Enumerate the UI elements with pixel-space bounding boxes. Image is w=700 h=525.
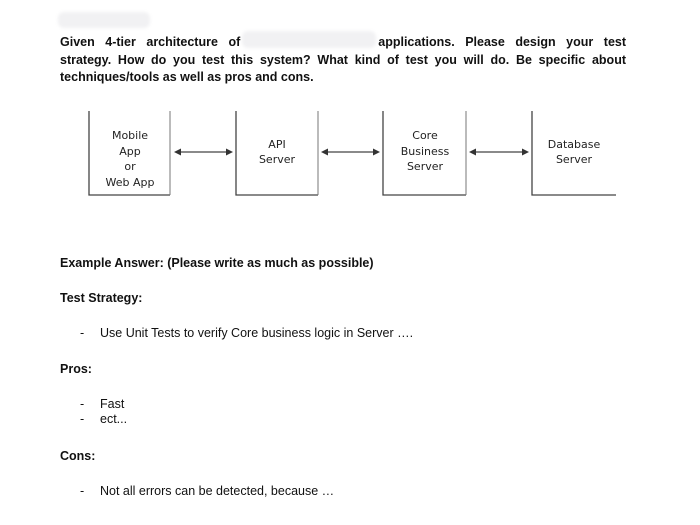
tier-db-label-2: Server (556, 153, 593, 166)
pros-item-fast: Fast (100, 397, 125, 411)
arrowhead-left-1 (174, 148, 181, 156)
tier-box-client (88, 111, 170, 196)
bullet-dash: - (80, 484, 85, 498)
tier-box-database (531, 111, 616, 196)
tier-client-label-2: App (119, 145, 141, 158)
redacted-title-blur (58, 12, 150, 28)
pros-item-etc: ect... (100, 412, 128, 426)
question-line-2: strategy. How do you test this system? W… (60, 52, 626, 67)
redacted-text-blur (242, 31, 376, 48)
bullet-dash: - (80, 326, 85, 340)
cons-heading: Cons: (60, 449, 96, 463)
test-strategy-item: Use Unit Tests to verify Core business l… (100, 326, 414, 340)
question-text: Given 4-tier architecture of applications… (60, 34, 626, 87)
arrowhead-left-2 (321, 148, 328, 156)
bullet-dash: - (80, 412, 85, 426)
arrowhead-right-1 (226, 148, 233, 156)
tier-client-label-3: or (124, 160, 136, 173)
tier-core-label-2: Business (401, 145, 450, 158)
question-line-1: Given 4-tier architecture of applications… (60, 34, 626, 52)
test-strategy-heading: Test Strategy: (60, 291, 143, 305)
question-line-3: techniques/tools as well as pros and con… (60, 70, 314, 84)
tier-client-label-4: Web App (106, 176, 155, 189)
arrowhead-right-2 (373, 148, 380, 156)
cons-item: Not all errors can be detected, because … (100, 484, 335, 498)
tier-core-label-1: Core (412, 129, 438, 142)
arrowhead-right-3 (522, 148, 529, 156)
tier-box-api (235, 111, 318, 196)
example-answer-heading: Example Answer: (Please write as much as… (60, 256, 374, 270)
bullet-dash: - (80, 397, 85, 411)
tier-db-label-1: Database (548, 138, 601, 151)
question-line-1-start: Given 4-tier architecture of (60, 35, 241, 49)
tier-core-label-3: Server (407, 160, 444, 173)
architecture-diagram: Mobile App or Web App API Server Core Bu… (88, 111, 616, 196)
arrowhead-left-3 (469, 148, 476, 156)
question-line-1-end: applications. Please design your test (378, 35, 627, 49)
pros-heading: Pros: (60, 362, 92, 376)
tier-box-core (382, 111, 466, 196)
tier-api-label-1: API (268, 138, 285, 151)
tier-api-label-2: Server (259, 153, 296, 166)
tier-client-label-1: Mobile (112, 129, 148, 142)
